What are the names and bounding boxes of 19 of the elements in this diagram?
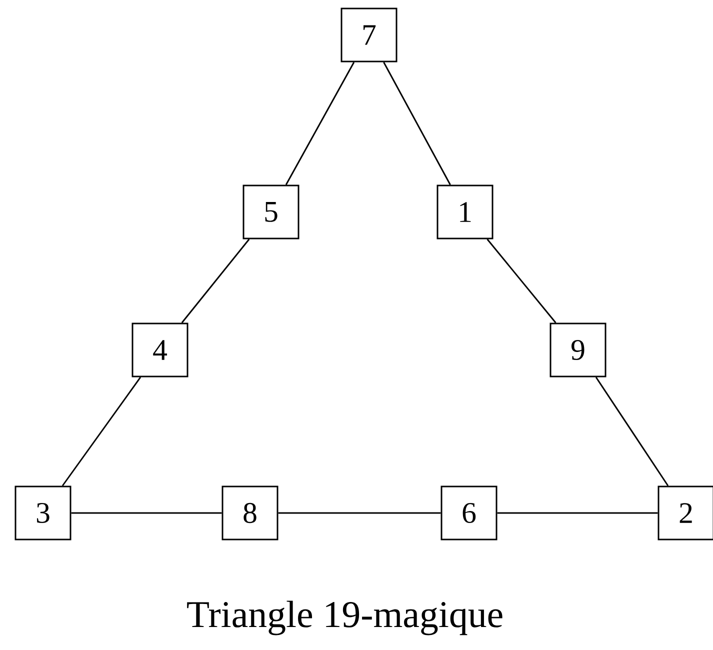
number-box: 4 bbox=[132, 322, 188, 378]
number-box: 8 bbox=[222, 486, 278, 540]
line bbox=[486, 238, 556, 324]
number-box: 6 bbox=[440, 486, 498, 540]
line bbox=[62, 376, 142, 486]
line bbox=[285, 62, 355, 186]
line bbox=[181, 238, 250, 324]
number-box: 5 bbox=[242, 184, 300, 240]
line bbox=[595, 376, 669, 486]
number-box: 1 bbox=[436, 184, 494, 240]
caption: Triangle 19-magique bbox=[187, 600, 502, 636]
line bbox=[71, 512, 222, 514]
line bbox=[497, 512, 658, 514]
number-box: 3 bbox=[14, 486, 72, 540]
line bbox=[383, 62, 451, 186]
line bbox=[278, 512, 441, 514]
number-box: 7 bbox=[340, 8, 398, 62]
number-box: 2 bbox=[658, 486, 713, 540]
number-box: 9 bbox=[550, 322, 606, 378]
